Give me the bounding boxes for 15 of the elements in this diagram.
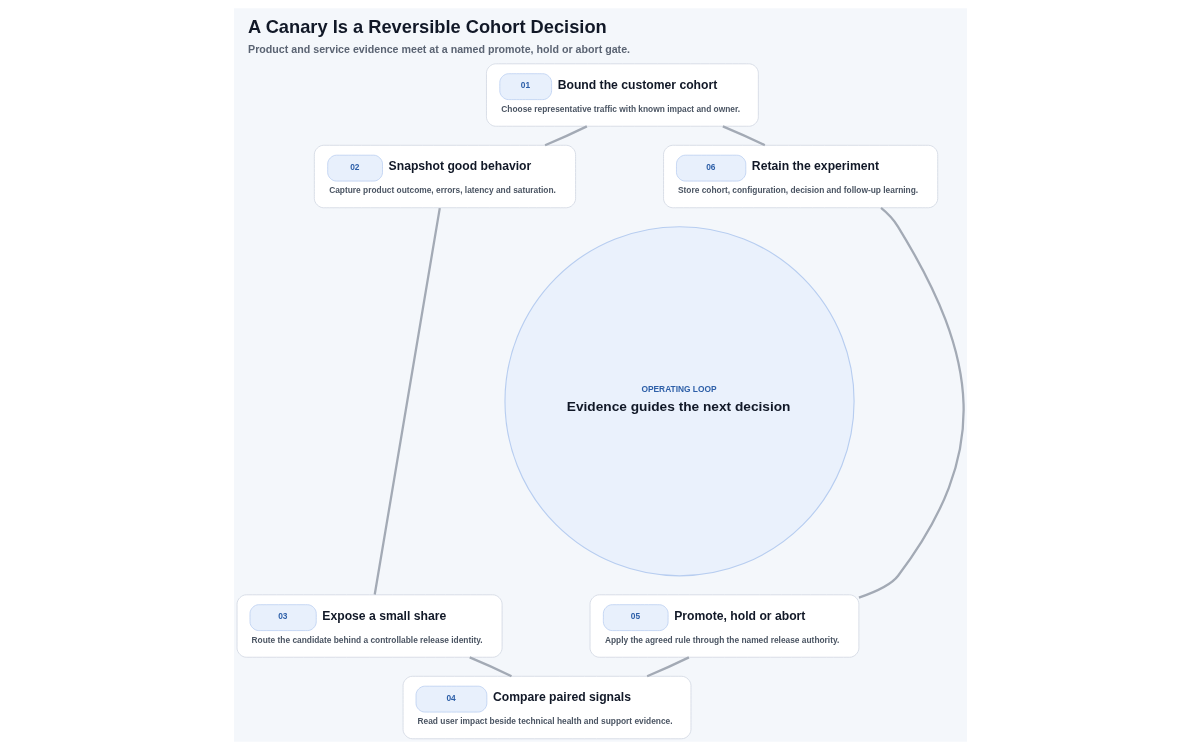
connector (858, 207, 965, 599)
connector (373, 207, 441, 595)
node-circle: OPERATING LOOP Evidence guides the next decision (503, 226, 855, 577)
node-box: 06 Retain the experiment Store cohort, configuration, decision and follow-up learning. (662, 144, 938, 209)
connector (468, 656, 512, 678)
connector (544, 125, 587, 147)
node-box: 02 Snapshot good behavior Capture product outcome, errors, latency and saturation. (313, 144, 576, 209)
node-box: 03 Expose a small share Route the candidate behind a controllable release identity. (236, 594, 503, 658)
connector (721, 125, 765, 147)
node-box: 05 Promote, hold or abort Apply the agreed rule through the named release authority. (589, 594, 859, 658)
node-box: 01 Bound the customer cohort Choose representative traffic with known impact and owner. (485, 63, 759, 127)
node-box: 04 Compare paired signals Read user impact beside technical health and support evidence. (402, 675, 691, 740)
diagram-title: A Canary Is a Reversible Cohort Decision (247, 16, 607, 38)
caption: Product and service evidence meet at a named promote, hold or abort gate. (247, 42, 630, 55)
connector (646, 656, 689, 678)
